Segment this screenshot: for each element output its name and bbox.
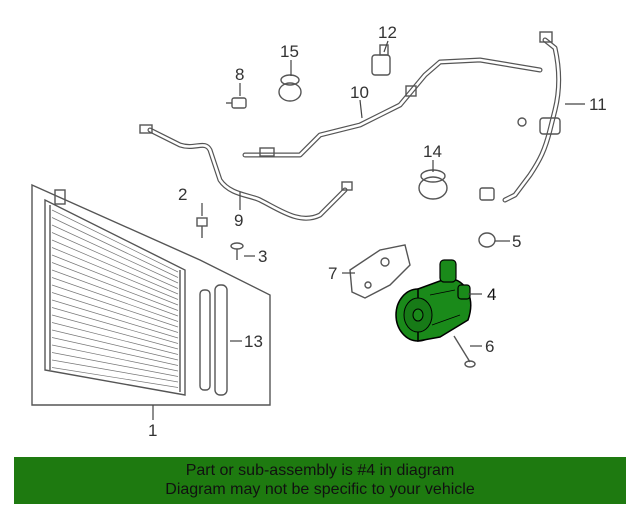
banner-line-disclaimer: Diagram may not be specific to your vehi… xyxy=(165,481,475,498)
callout-9: 9 xyxy=(234,211,243,230)
callout-13: 13 xyxy=(244,332,263,351)
condenser-fin xyxy=(51,254,179,306)
part-cap-5[interactable] xyxy=(478,232,496,248)
condenser-fin xyxy=(51,217,179,278)
condenser-fin xyxy=(51,239,179,295)
callout-6: 6 xyxy=(485,337,494,356)
callout-11: 11 xyxy=(589,95,607,114)
condenser-fin xyxy=(51,269,179,317)
condenser-fin xyxy=(51,359,179,383)
leader-lines xyxy=(152,40,585,420)
callout-5: 5 xyxy=(512,232,521,251)
condenser-fin xyxy=(51,224,179,284)
part-bolt-3[interactable] xyxy=(230,242,244,260)
condenser-fin xyxy=(51,367,179,388)
part-ac-line-10[interactable] xyxy=(242,57,543,158)
part-cap-15[interactable] xyxy=(278,74,302,102)
info-banner: Part or sub-assembly is #4 in diagram Di… xyxy=(14,457,626,504)
banner-line-part: Part or sub-assembly is #4 in diagram xyxy=(185,462,455,479)
condenser-fin xyxy=(51,329,179,361)
callout-7: 7 xyxy=(328,264,337,283)
condenser-fin xyxy=(51,209,179,273)
callout-1: 1 xyxy=(148,421,157,440)
part-condenser[interactable] xyxy=(31,183,271,406)
part-receiver-drier[interactable] xyxy=(199,284,228,396)
condenser-fin xyxy=(51,299,179,339)
condenser-fin xyxy=(51,337,179,366)
condenser-fin xyxy=(51,232,179,289)
callout-14: 14 xyxy=(423,142,442,161)
callout-12: 12 xyxy=(378,23,397,42)
callout-8: 8 xyxy=(235,65,244,84)
part-ac-line-11[interactable] xyxy=(479,31,562,203)
part-cap-14[interactable] xyxy=(418,169,448,200)
part-switch-12[interactable] xyxy=(371,44,391,76)
condenser-fin xyxy=(51,322,179,355)
condenser-fin xyxy=(51,262,179,311)
part-bracket-7[interactable] xyxy=(349,244,411,299)
callout-4: 4 xyxy=(487,285,496,304)
condenser-fin xyxy=(51,292,179,333)
condenser-fin xyxy=(51,284,179,328)
callout-2: 2 xyxy=(178,185,187,204)
condenser-fin xyxy=(51,352,179,377)
condenser-fin xyxy=(51,277,179,322)
part-sensor-8[interactable] xyxy=(226,97,247,109)
condenser-fin xyxy=(51,307,179,344)
part-ac-compressor[interactable] xyxy=(395,259,472,342)
parts-diagram: 1 2 3 4 5 6 7 8 9 10 11 12 13 14 15 xyxy=(31,23,607,440)
part-ac-line-9[interactable] xyxy=(139,124,353,221)
callout-3: 3 xyxy=(258,247,267,266)
callout-10: 10 xyxy=(350,83,369,102)
part-bolt-6[interactable] xyxy=(453,335,476,368)
condenser-fin xyxy=(51,247,179,300)
condenser-fin xyxy=(51,344,179,372)
condenser-fin xyxy=(51,314,179,350)
callout-15: 15 xyxy=(280,42,299,61)
part-bolt-2[interactable] xyxy=(196,217,208,238)
